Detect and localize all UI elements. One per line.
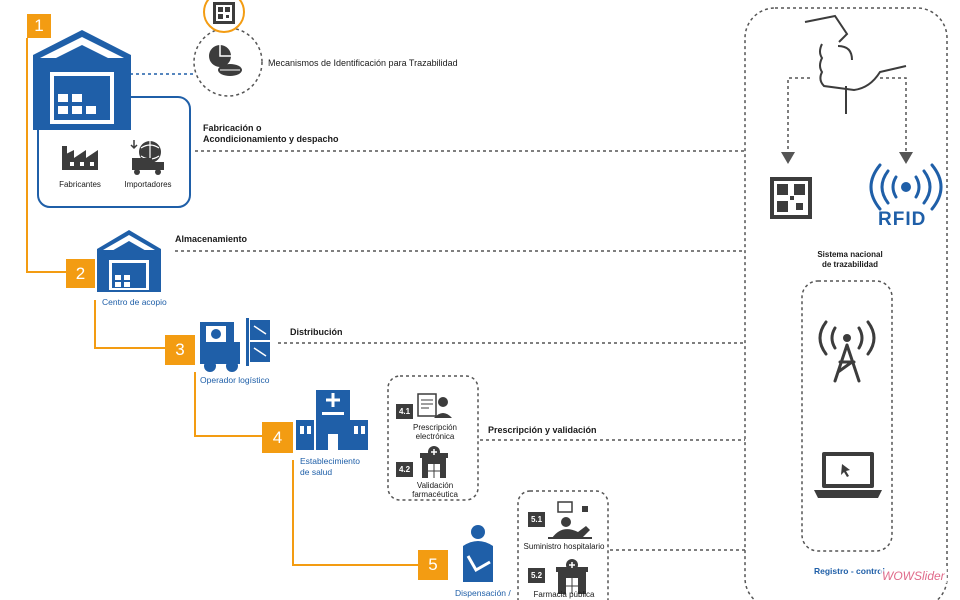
antenna-icon <box>818 320 876 383</box>
substep-4-2-line2: farmacéutica <box>412 490 458 499</box>
substep-4-1-label: Prescripción electrónica <box>402 423 468 441</box>
warehouse-icon-small <box>97 230 161 292</box>
substep-badge-4-1: 4.1 <box>396 404 413 419</box>
substep-badge-5-2: 5.2 <box>528 568 545 583</box>
step-badge-5: 5 <box>418 550 448 580</box>
system-inner-box <box>801 280 893 552</box>
importadores-label: Importadores <box>124 180 172 189</box>
system-title-line1: Sistema nacional <box>817 250 883 259</box>
fabricantes-label: Fabricantes <box>59 180 101 189</box>
person-icon <box>463 525 493 582</box>
step4-node-line1: Establecimiento <box>300 456 361 466</box>
scanner-arrow-right <box>880 77 907 155</box>
step4-node-line2: de salud <box>300 467 333 477</box>
substep-5-1-label: Suministro hospitalario <box>523 542 605 551</box>
pill-icon <box>209 45 242 76</box>
flow-line <box>26 38 66 273</box>
substeps5-box <box>517 490 609 600</box>
substep-4-1-line1: Prescripción <box>412 423 457 432</box>
importer-icon <box>130 140 164 175</box>
flow-line <box>292 460 418 566</box>
substep-4-2-label: Validación farmacéutica <box>402 481 468 499</box>
hospital-supply-icon <box>548 501 592 539</box>
substep-badge-5-1: 5.1 <box>528 512 545 527</box>
laptop-icon <box>814 452 882 498</box>
step1-label-line2: Acondicionamiento y despacho <box>203 134 339 144</box>
forklift-icon <box>200 318 270 372</box>
pharmacy-icon-5 <box>556 559 588 594</box>
step-badge-3: 3 <box>165 335 195 365</box>
substep-badge-4-2: 4.2 <box>396 462 413 477</box>
qr-icon-large <box>770 177 812 219</box>
substep-5-2-label: Farmacia pública <box>533 590 595 599</box>
step-badge-1: 1 <box>27 14 51 38</box>
warehouse-icon-large <box>33 30 131 130</box>
system-footer: Registro - control <box>814 566 885 576</box>
arrowhead <box>781 152 795 164</box>
arrowhead <box>899 152 913 164</box>
pharmacy-icon-4 <box>420 446 448 478</box>
step-badge-4: 4 <box>262 422 293 453</box>
step3-node: Operador logístico <box>200 375 270 385</box>
step1-label: Fabricación o Acondicionamiento y despac… <box>203 123 339 145</box>
rfid-icon <box>869 163 943 211</box>
system-title: Sistema nacional de trazabilidad <box>790 250 910 270</box>
system-title-line2: de trazabilidad <box>821 260 878 269</box>
step4-label: Prescripción y validación <box>488 425 597 435</box>
qr-icon-small <box>213 2 235 24</box>
step2-label: Almacenamiento <box>175 234 248 244</box>
flow-line <box>194 372 262 437</box>
hospital-icon <box>296 390 368 450</box>
scanner-hand-icon <box>804 14 907 114</box>
step-badge-2: 2 <box>66 259 95 288</box>
step5-node: Dispensación / <box>455 588 511 598</box>
step1-label-line1: Fabricación o <box>203 123 262 133</box>
prescription-icon <box>417 393 452 418</box>
rfid-label: RFID <box>878 209 927 230</box>
step2-node: Centro de acopio <box>102 297 167 307</box>
step3-label: Distribución <box>290 327 343 337</box>
substeps4-box <box>387 375 479 501</box>
substep-4-2-line1: Validación <box>416 481 454 490</box>
watermark: WOWSlider <box>880 569 947 583</box>
step4-node: Establecimiento de salud <box>300 456 360 478</box>
substep-4-1-line2: electrónica <box>415 432 455 441</box>
identification-title: Mecanismos de Identificación para Trazab… <box>268 58 458 68</box>
scanner-arrow-left <box>787 77 810 155</box>
flow-line <box>94 300 165 349</box>
factory-icon <box>62 146 98 170</box>
